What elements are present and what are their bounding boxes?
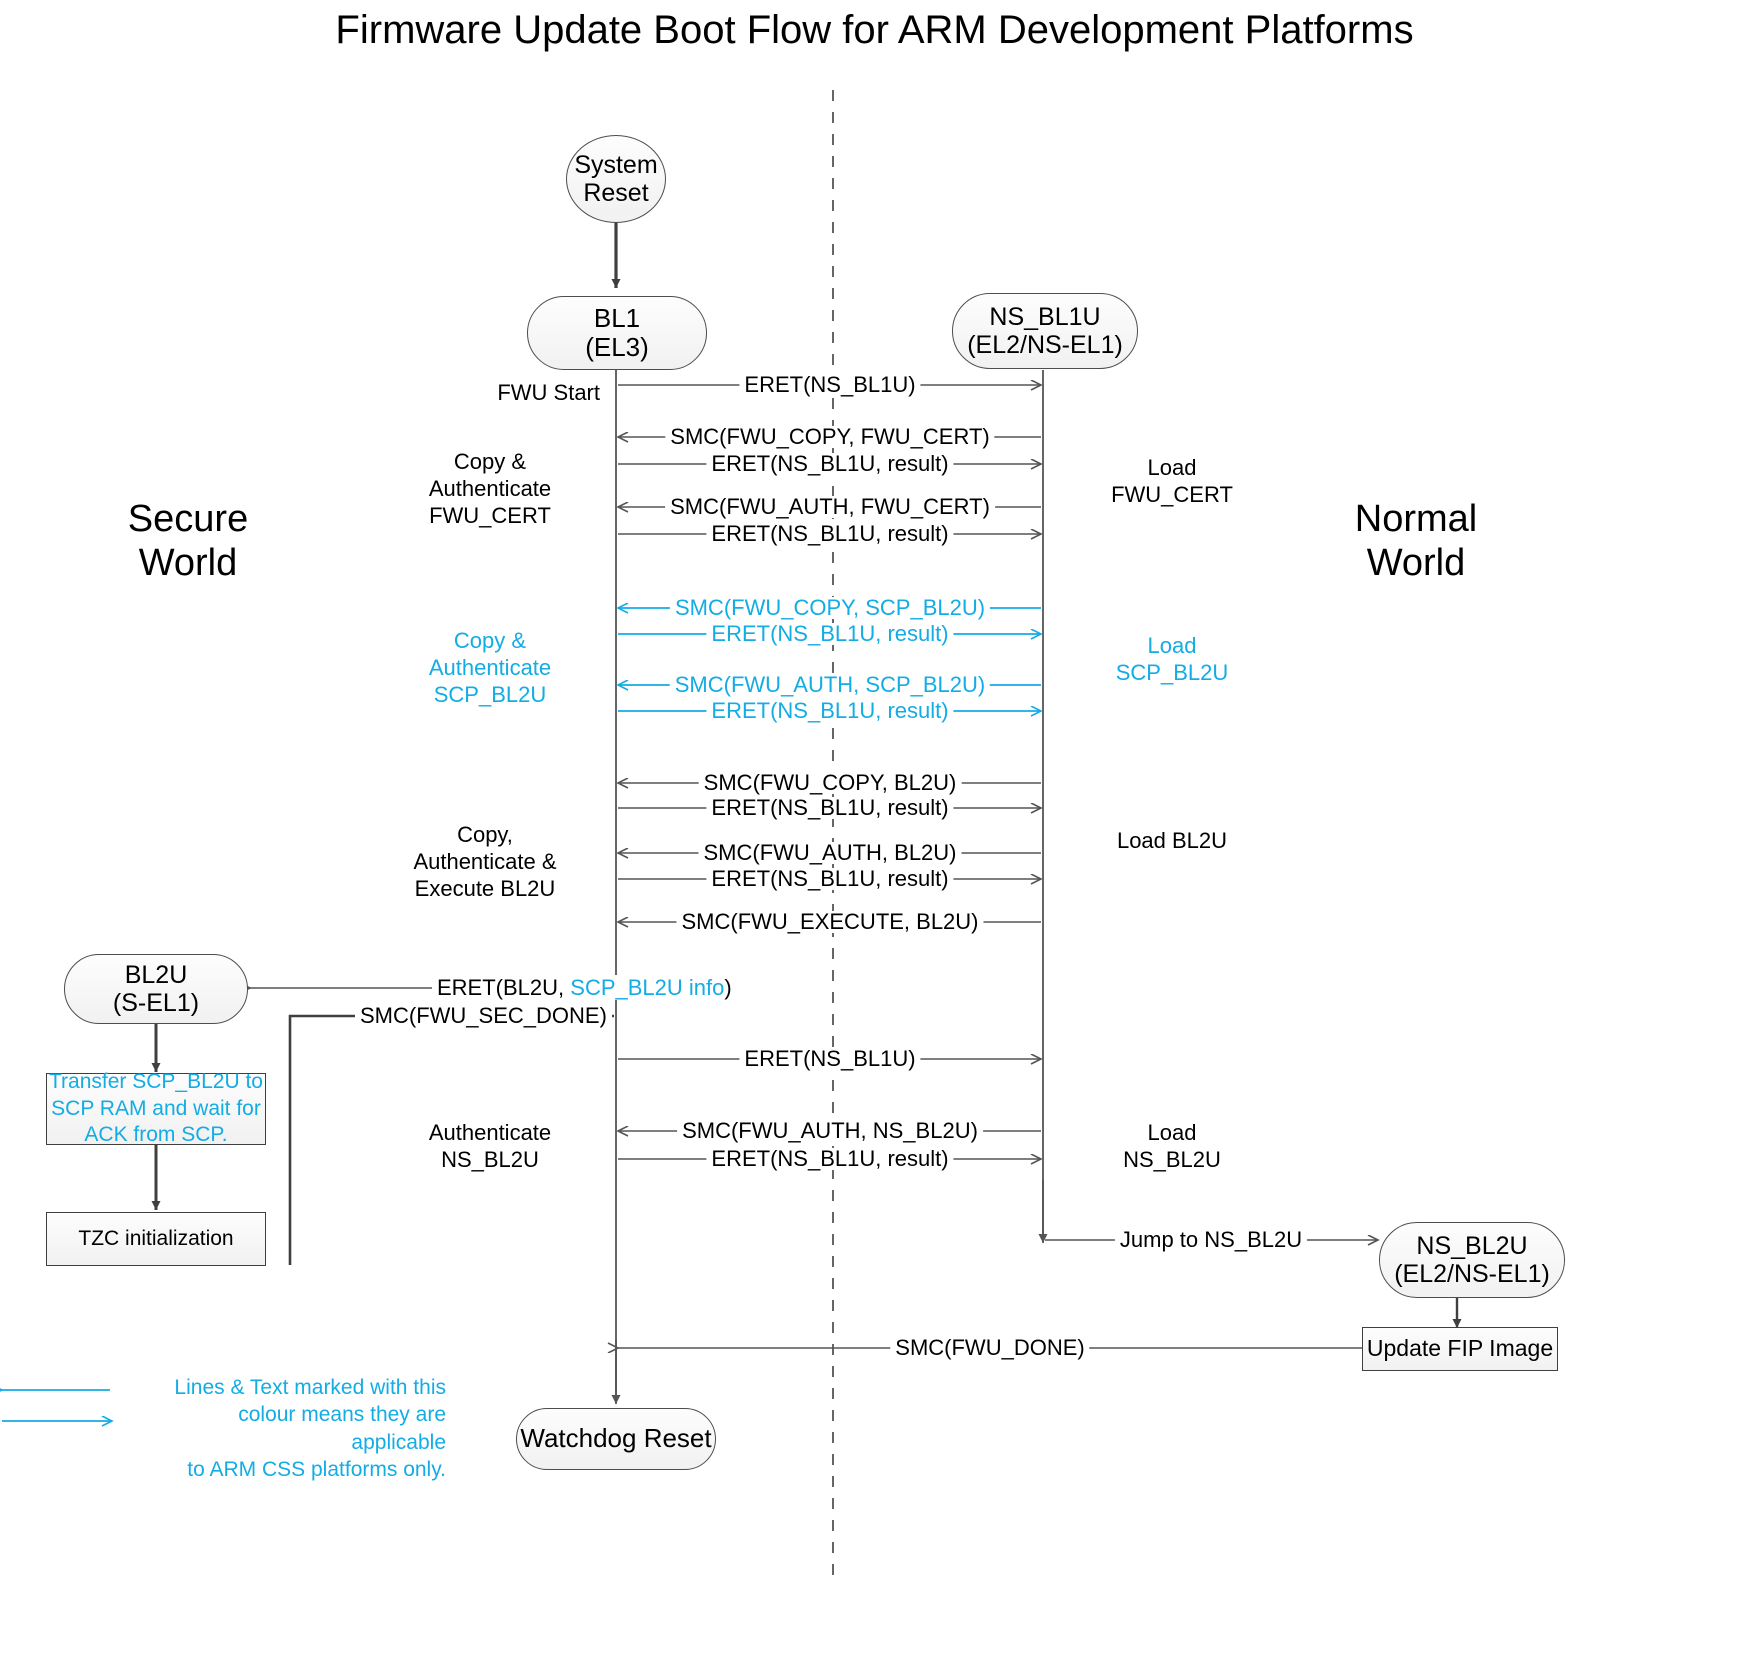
load-ns-bl2u-line2: NS_BL2U [1123,1146,1221,1172]
box-update-fip-image[interactable]: Update FIP Image [1362,1327,1558,1371]
load-ns-bl2u-line1: Load [1147,1120,1197,1145]
side-label-copy-auth-scp-bl2u: Copy & Authenticate SCP_BL2U [380,628,600,708]
message-label-m8: SMC(FWU_AUTH, SCP_BL2U) [669,674,991,696]
side-label-load-ns-bl2u: Load NS_BL2U [1062,1120,1282,1174]
authenticate-ns-bl2u-line2: NS_BL2U [441,1146,539,1172]
node-watchdog-reset[interactable]: Watchdog Reset [516,1408,716,1470]
eret-bl2u-cyan-part: SCP_BL2U info [570,975,725,1000]
message-label-m11: ERET(NS_BL1U, result) [706,797,954,819]
message-label-eret-bl2u: ERET(BL2U, SCP_BL2U info) [432,975,737,1000]
normal-world-line2: World [1366,541,1466,584]
side-label-copy-auth-exec-bl2u: Copy, Authenticate & Execute BL2U [370,822,600,902]
legend-line1: Lines & Text marked with this [174,1376,446,1399]
node-bl2u[interactable]: BL2U (S-EL1) [64,954,248,1024]
box-transfer-line3: ACK from SCP. [84,1123,228,1147]
message-label-smc-fwu-done: SMC(FWU_DONE) [890,1337,1090,1359]
message-label-m9: ERET(NS_BL1U, result) [706,700,954,722]
side-label-authenticate-ns-bl2u: Authenticate NS_BL2U [380,1120,600,1174]
normal-world-label: Normal World [1288,498,1544,585]
node-ns-bl1u[interactable]: NS_BL1U (EL2/NS-EL1) [952,293,1138,369]
message-label-m13: ERET(NS_BL1U, result) [706,868,954,890]
message-label-m4: SMC(FWU_AUTH, FWU_CERT) [665,496,995,518]
message-label-m6: SMC(FWU_COPY, SCP_BL2U) [669,597,991,619]
load-fwu-cert-line2: FWU_CERT [1111,481,1233,507]
legend-line2: colour means they are applicable [238,1403,446,1454]
copy-auth-exec-bl2u-line2: Authenticate & [413,848,557,874]
copy-auth-fwu-cert-line2: Authenticate [428,475,552,501]
message-label-m16: SMC(FWU_AUTH, NS_BL2U) [677,1120,983,1142]
copy-auth-exec-bl2u-line1: Copy, [457,822,513,847]
message-label-smc-fwu-sec-done: SMC(FWU_SEC_DONE) [355,1005,612,1027]
node-ns-bl1u-line2: (EL2/NS-EL1) [967,331,1123,359]
box-transfer-line2: SCP RAM and wait for [51,1096,261,1120]
message-label-m17: ERET(NS_BL1U, result) [706,1148,954,1170]
node-system-reset-line1: System [574,151,658,179]
message-label-m5: ERET(NS_BL1U, result) [706,523,954,545]
legend-text: Lines & Text marked with this colour mea… [150,1374,446,1483]
node-watchdog-reset-label: Watchdog Reset [520,1423,712,1454]
copy-auth-fwu-cert-line3: FWU_CERT [429,502,551,528]
box-tzc-label: TZC initialization [78,1226,234,1250]
node-system-reset[interactable]: System Reset [566,135,666,223]
authenticate-ns-bl2u-line1: Authenticate [428,1120,552,1145]
box-tzc-initialization[interactable]: TZC initialization [46,1212,266,1266]
secure-world-label: Secure World [60,498,316,585]
message-label-m2: SMC(FWU_COPY, FWU_CERT) [665,426,995,448]
side-label-fwu-start: FWU Start [380,380,600,407]
node-bl1-line1: BL1 [593,302,641,333]
copy-auth-scp-bl2u-line2: Authenticate [428,654,552,680]
box-transfer-scp-bl2u[interactable]: Transfer SCP_BL2U to SCP RAM and wait fo… [46,1070,266,1146]
node-ns-bl1u-line1: NS_BL1U [989,303,1101,331]
node-bl2u-line2: (S-EL1) [112,989,200,1017]
eret-bl2u-suffix: ) [724,975,732,1000]
normal-world-line1: Normal [1354,498,1478,540]
secure-world-line1: Secure [127,498,249,540]
message-label-m10: SMC(FWU_COPY, BL2U) [698,772,962,794]
load-fwu-cert-line1: Load [1147,455,1197,480]
copy-auth-fwu-cert-line1: Copy & [453,449,527,474]
node-bl1-line2: (EL3) [585,332,649,362]
message-label-m14: SMC(FWU_EXECUTE, BL2U) [676,911,984,933]
node-ns-bl2u-line1: NS_BL2U [1416,1232,1528,1260]
copy-auth-exec-bl2u-line3: Execute BL2U [414,875,556,901]
message-label-m15: ERET(NS_BL1U) [739,1048,921,1070]
node-system-reset-line2: Reset [583,179,649,207]
load-scp-bl2u-line2: SCP_BL2U [1115,659,1229,685]
message-label-m3: ERET(NS_BL1U, result) [706,453,954,475]
page-title: Firmware Update Boot Flow for ARM Develo… [335,8,1414,52]
copy-auth-scp-bl2u-line3: SCP_BL2U [433,681,547,707]
message-label-jump-to-ns-bl2u: Jump to NS_BL2U [1114,1229,1308,1251]
side-label-load-fwu-cert: Load FWU_CERT [1062,455,1282,509]
node-ns-bl2u[interactable]: NS_BL2U (EL2/NS-EL1) [1379,1222,1565,1298]
side-label-load-scp-bl2u: Load SCP_BL2U [1062,633,1282,687]
box-transfer-line1: Transfer SCP_BL2U to [49,1069,263,1093]
side-label-fwu-start-line1: FWU Start [497,380,600,405]
message-label-m1: ERET(NS_BL1U) [739,374,921,396]
side-label-load-bl2u: Load BL2U [1062,828,1282,855]
message-label-m7: ERET(NS_BL1U, result) [706,623,954,645]
copy-auth-scp-bl2u-line1: Copy & [453,628,527,653]
message-label-m12: SMC(FWU_AUTH, BL2U) [698,842,962,864]
node-ns-bl2u-line2: (EL2/NS-EL1) [1394,1260,1550,1288]
secure-world-line2: World [138,541,238,584]
load-scp-bl2u-line1: Load [1147,633,1197,658]
node-bl1[interactable]: BL1 (EL3) [527,296,707,370]
load-bl2u-line1: Load BL2U [1116,828,1228,853]
side-label-copy-auth-fwu-cert: Copy & Authenticate FWU_CERT [380,449,600,529]
legend-line3: to ARM CSS platforms only. [187,1457,446,1481]
box-update-fip-label: Update FIP Image [1366,1335,1554,1362]
eret-bl2u-prefix: ERET(BL2U, [437,975,571,1000]
node-bl2u-line1: BL2U [124,961,188,989]
